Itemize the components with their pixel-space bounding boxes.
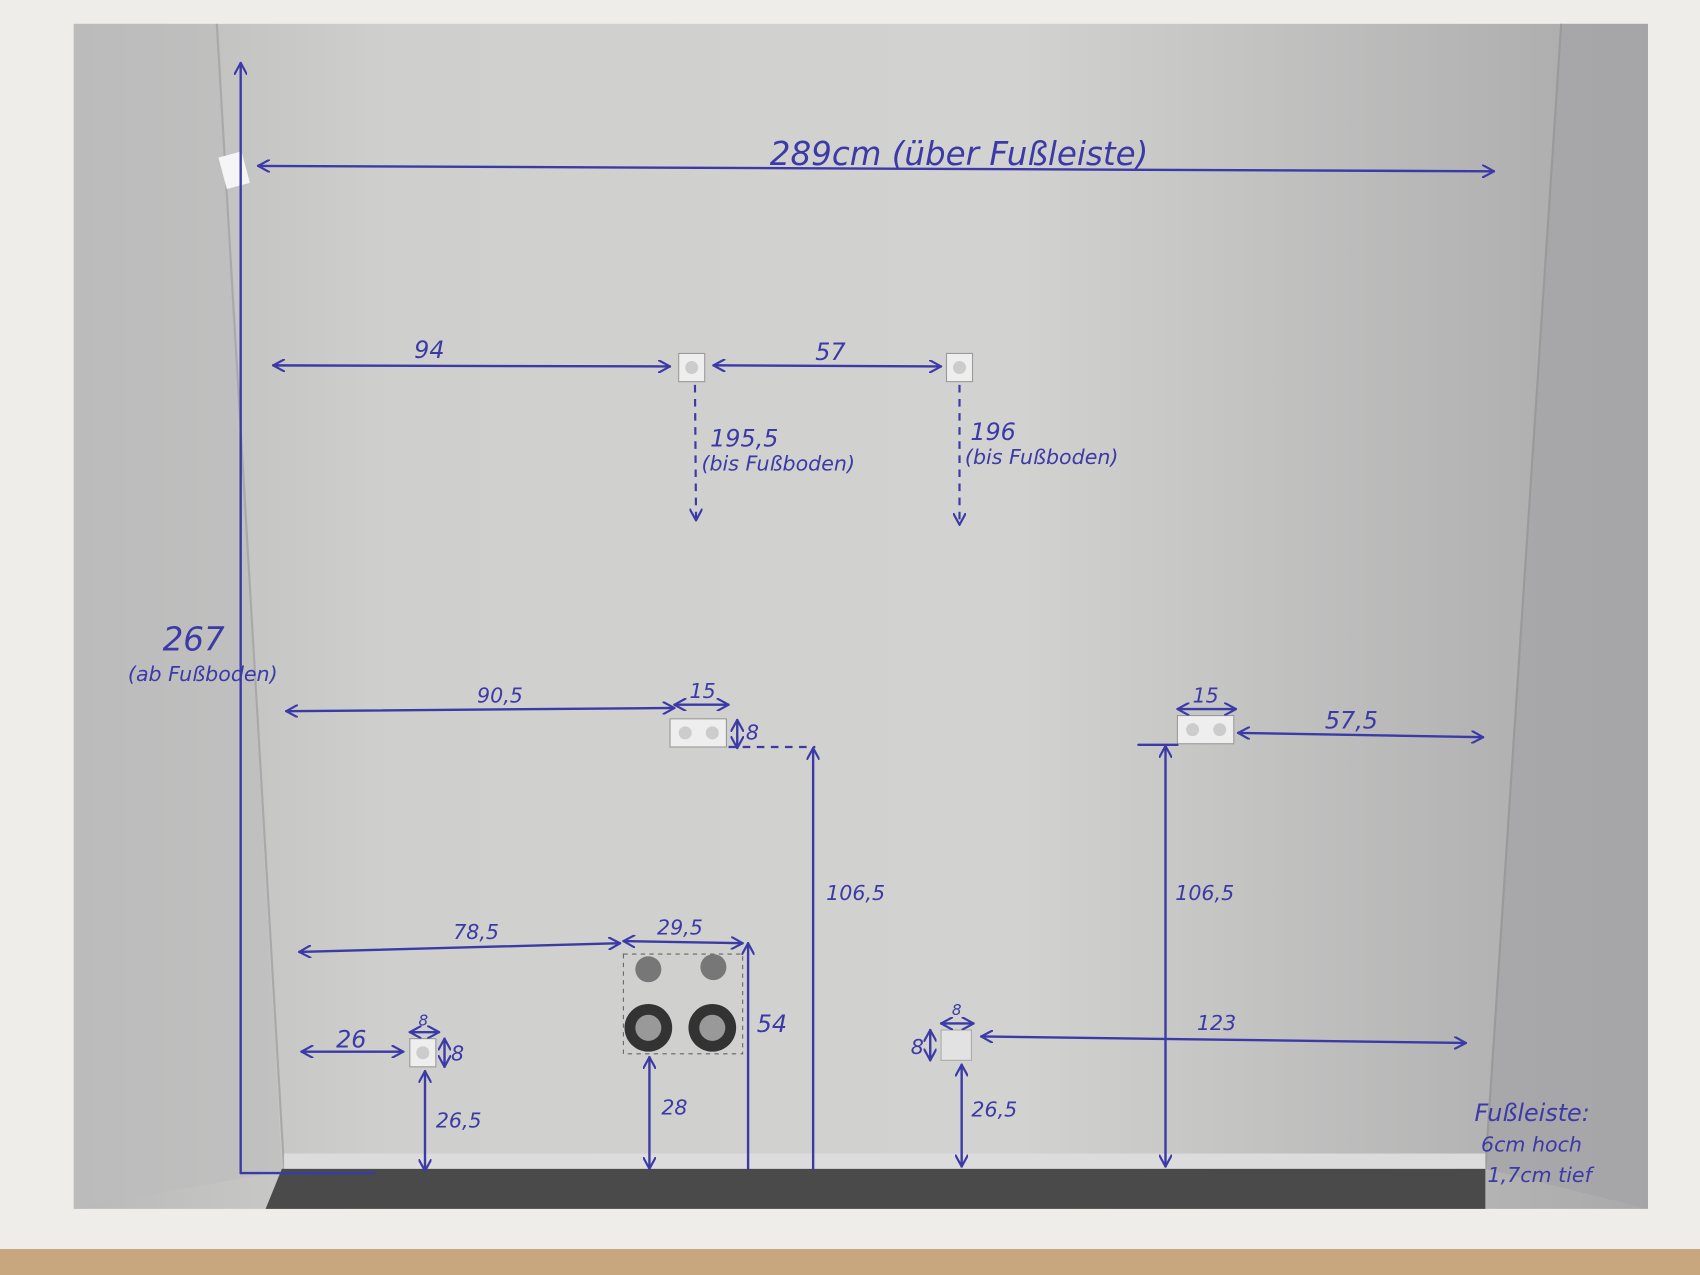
left-side-wall bbox=[73, 23, 282, 1209]
blank-box-low bbox=[940, 1029, 972, 1061]
double-socket-mid-right bbox=[1176, 715, 1235, 745]
baseboard bbox=[284, 1153, 1486, 1169]
label-baseboard-depth: 1,7cm tief bbox=[1488, 1163, 1595, 1187]
label-total-height: 267 bbox=[163, 621, 225, 659]
label-low-socket-offset: 26 bbox=[336, 1025, 366, 1053]
label-top-left-offset: 94 bbox=[414, 336, 444, 364]
tape-piece bbox=[218, 151, 250, 190]
label-low-socket-height: 26,5 bbox=[436, 1109, 482, 1133]
label-top-left-height: 195,5 bbox=[710, 425, 778, 453]
label-mid-right-offset: 57,5 bbox=[1325, 707, 1378, 735]
socket-top-left bbox=[678, 352, 706, 383]
label-low-switch-width: 29,5 bbox=[657, 916, 703, 940]
label-total-height-note: (ab Fußboden) bbox=[128, 662, 278, 686]
label-top-left-height-note: (bis Fußboden) bbox=[701, 452, 855, 476]
label-low-box-offset: 123 bbox=[1197, 1011, 1236, 1035]
socket-top-right bbox=[945, 352, 974, 383]
label-low-switch-height-bottom: 28 bbox=[661, 1096, 687, 1120]
wall-photo bbox=[73, 23, 1648, 1209]
label-total-width: 289cm (über Fußleiste) bbox=[770, 135, 1149, 173]
label-low-box-h: 8 bbox=[911, 1035, 924, 1059]
label-low-switch-height-top: 54 bbox=[757, 1010, 787, 1038]
label-mid-right-height: 106,5 bbox=[1175, 881, 1234, 905]
right-side-wall bbox=[1485, 23, 1648, 1209]
label-mid-left-offset: 90,5 bbox=[477, 684, 523, 708]
label-low-socket-h: 8 bbox=[451, 1041, 464, 1065]
label-mid-left-box-h: 8 bbox=[746, 720, 759, 744]
label-mid-left-width: 15 bbox=[690, 679, 716, 703]
label-low-box-w: 8 bbox=[952, 1001, 962, 1019]
label-low-socket-w: 8 bbox=[418, 1012, 428, 1030]
switch-block bbox=[622, 953, 744, 1055]
table-surface bbox=[0, 1246, 1700, 1275]
label-low-switch-offset: 78,5 bbox=[453, 920, 499, 944]
socket-low-left bbox=[409, 1038, 437, 1068]
label-baseboard-height: 6cm hoch bbox=[1481, 1132, 1582, 1156]
double-socket-mid-left bbox=[669, 718, 727, 748]
label-low-box-height: 26,5 bbox=[971, 1098, 1017, 1122]
label-baseboard-title: Fußleiste: bbox=[1474, 1099, 1589, 1127]
label-mid-left-height: 106,5 bbox=[826, 881, 885, 905]
label-mid-right-width: 15 bbox=[1193, 684, 1219, 708]
label-top-between: 57 bbox=[815, 338, 845, 366]
floor bbox=[265, 1168, 1486, 1209]
dimension-lines bbox=[241, 61, 1496, 1175]
label-top-right-height-note: (bis Fußboden) bbox=[965, 445, 1119, 469]
label-top-right-height: 196 bbox=[970, 418, 1016, 446]
